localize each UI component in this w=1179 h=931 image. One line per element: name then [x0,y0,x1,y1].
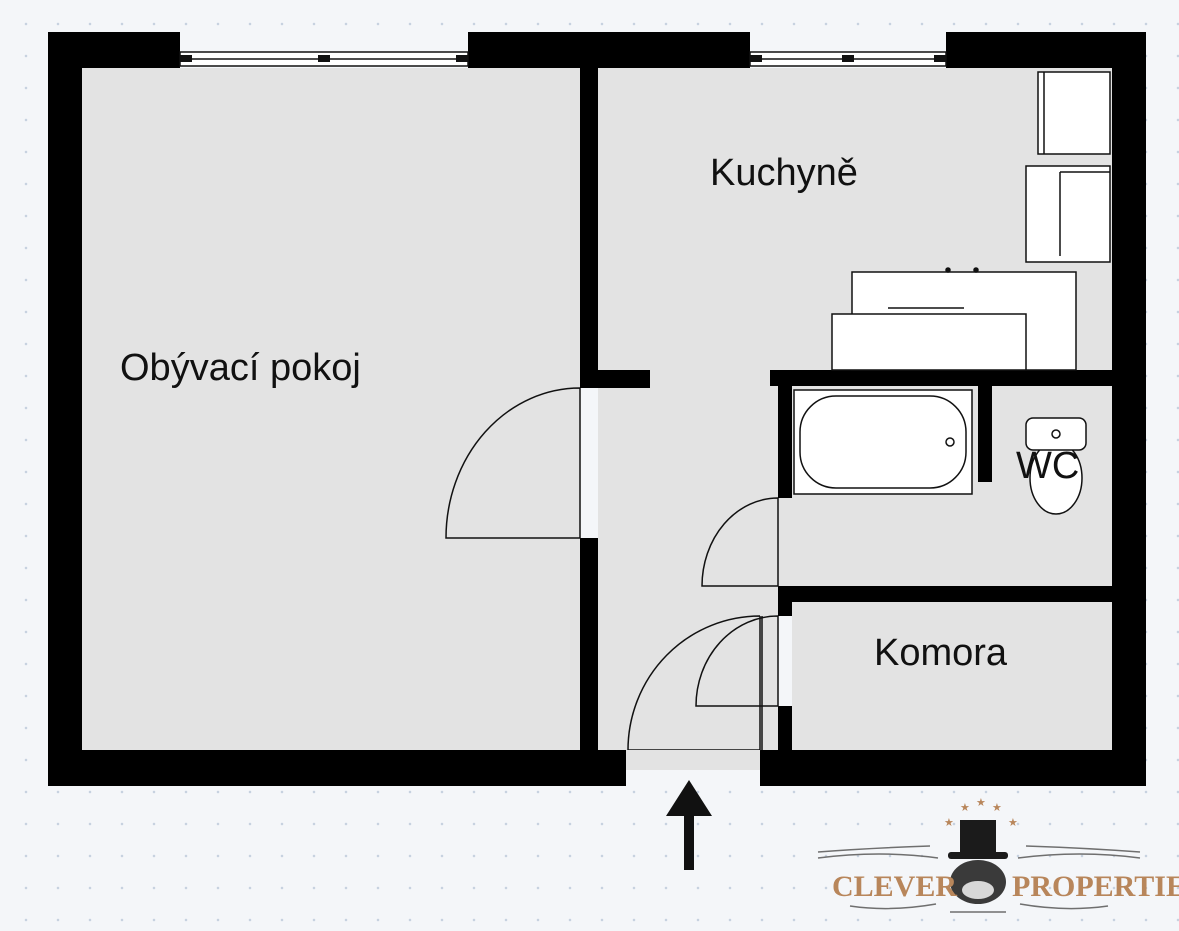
doors [445,387,779,751]
room-label-living: Obývací pokoj [120,347,361,389]
stove [1025,165,1111,263]
door-storage [695,615,779,707]
kitchen-table [831,313,1027,371]
wall-bottom-left [48,750,626,786]
room-label-wc: WC [1016,445,1079,487]
fridge [1037,71,1111,155]
door-bathroom [701,497,779,587]
entrance-threshold [626,750,760,766]
bathroom-fixtures [793,389,1087,515]
partition-stub [598,370,650,388]
partition-lower [580,538,598,750]
storage-wall-lower [778,706,792,750]
logo: ★ ★ ★ ★ ★ CLEVER PROPERTIES [817,796,1179,913]
window-living-room [179,51,469,67]
partition-upper [580,68,598,388]
logo-ornament-icon [817,845,1141,913]
bath-storage-wall [778,586,1112,602]
toilet [1025,417,1087,515]
bath-wall-left [778,386,792,498]
logo-text-clever: CLEVER [832,870,957,903]
kitchen-bath-wall [770,370,1112,386]
wall-top-middle [468,32,750,68]
storage-floor [792,602,1112,750]
room-label-storage: Komora [874,632,1008,674]
door-entrance [627,615,761,751]
window-kitchen [749,51,947,67]
svg-text:★: ★ [976,796,986,809]
svg-text:★: ★ [960,801,970,814]
walls [48,32,1146,786]
svg-text:★: ★ [992,801,1002,814]
wall-bottom-right [760,750,1146,786]
svg-text:★: ★ [1008,816,1018,829]
kitchen-fixtures [831,71,1111,371]
entrance-arrow-icon [666,780,712,870]
windows [179,51,947,67]
room-label-kitchen: Kuchyně [710,152,858,194]
hallway-floor [598,370,778,770]
living-room-floor [82,68,580,750]
door-living-room [445,387,581,539]
svg-text:★: ★ [944,816,954,829]
wall-right [1112,32,1146,786]
logo-top-hat-icon [948,820,1008,904]
bath-wc-stub [978,386,992,482]
storage-wall-upper [778,602,792,616]
wall-left [48,32,82,786]
logo-text-properties: PROPERTIES [1012,870,1179,903]
logo-stars-icon: ★ ★ ★ ★ ★ [944,796,1018,829]
